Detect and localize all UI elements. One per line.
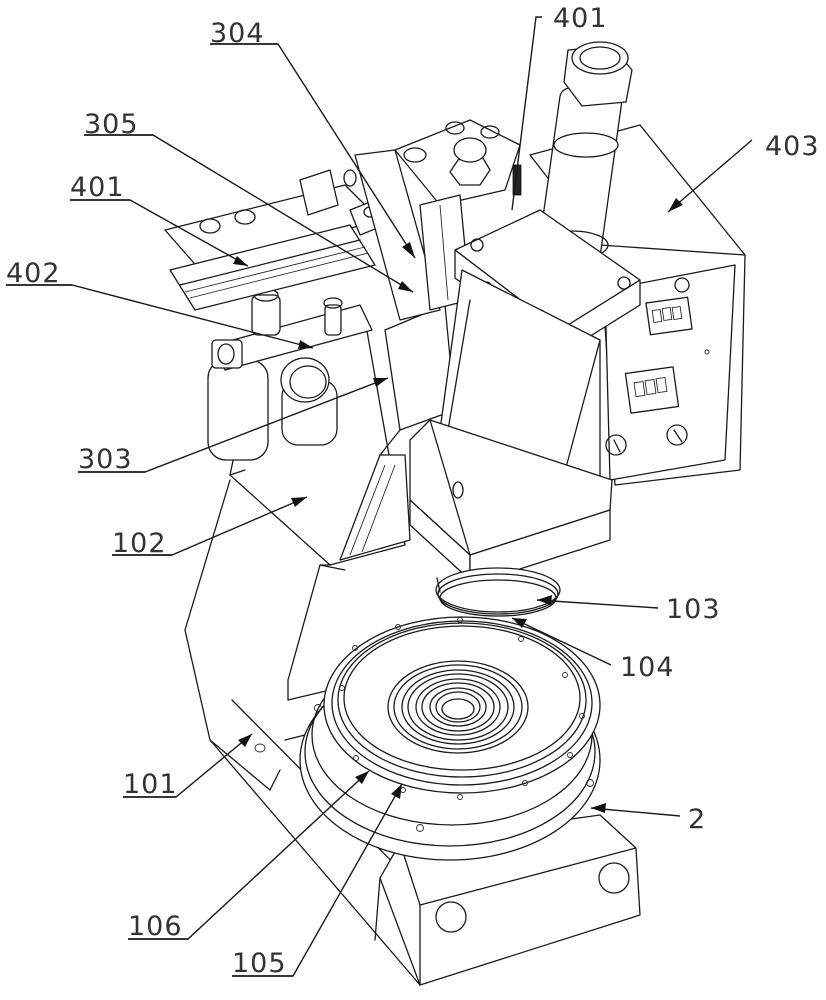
rotary-table-2 — [299, 616, 601, 861]
label-106: 106 — [128, 911, 183, 942]
guide-block-304 — [354, 119, 522, 321]
label-102: 102 — [112, 528, 167, 559]
reference-labels: 304 401 305 403 401 402 303 102 103 104 … — [6, 3, 820, 979]
label-101: 101 — [123, 769, 178, 800]
label-303: 303 — [78, 444, 133, 475]
air-filter-402 — [207, 288, 373, 461]
label-104: 104 — [620, 652, 675, 683]
main-cylinder — [409, 41, 641, 617]
slide-cylinder-305 — [164, 169, 386, 311]
label-401-top: 401 — [553, 3, 608, 34]
label-402: 402 — [6, 258, 61, 289]
label-underlines — [6, 43, 293, 977]
label-403: 403 — [765, 131, 820, 162]
label-103: 103 — [666, 594, 721, 625]
label-105: 105 — [232, 948, 287, 979]
label-401-left: 401 — [70, 172, 125, 203]
label-2: 2 — [688, 804, 706, 835]
